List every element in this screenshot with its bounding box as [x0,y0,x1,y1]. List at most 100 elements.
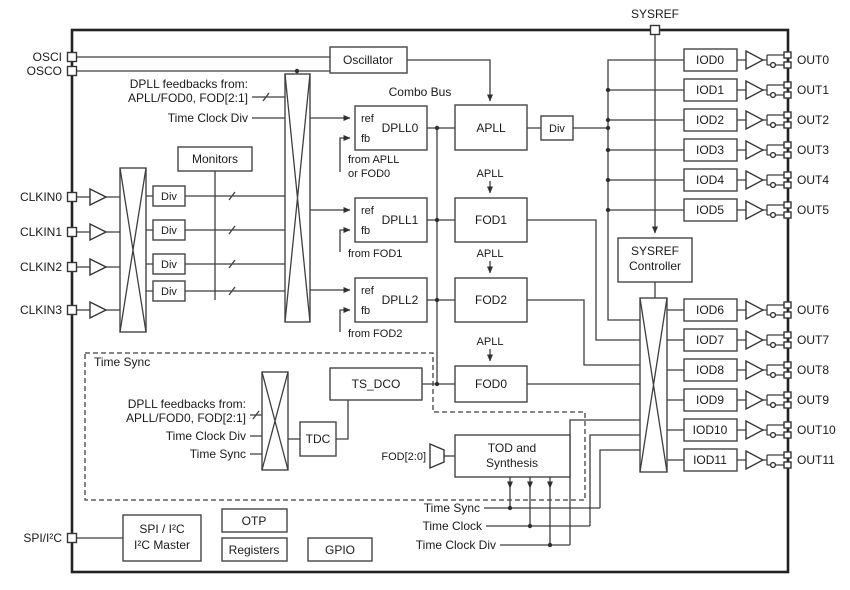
output-channel-1: IOD1 OUT1 [683,78,829,102]
svg-text:DPLL1: DPLL1 [382,213,419,227]
ts-dco-block: TS_DCO [329,367,423,401]
inversion-bubble-icon [769,341,777,349]
pin-label-out1: OUT1 [797,83,829,97]
time-sync-region [84,352,586,501]
clkin-buffers [89,187,108,320]
apll-feed-label-fod0: APLL [477,336,504,348]
svg-text:DPLL2: DPLL2 [382,293,419,307]
output-mux [639,297,668,473]
pin-clkin2 [66,261,78,273]
pin-label-osci: OSCI [33,50,62,64]
svg-text:Monitors: Monitors [192,152,238,166]
pin-label-out0: OUT0 [797,53,829,67]
time-sync-feedback-inputs: DPLL feedbacks from: APLL/FOD0, FOD[2:1]… [126,397,246,461]
output-buffer-icon [745,419,765,441]
fod2-block: FOD2 [454,277,528,323]
pin-label-spi: SPI/I²C [23,531,62,545]
time-clock-div-input-label: Time Clock Div [168,111,248,125]
fod20-mux-icon [429,442,445,470]
inversion-bubble-icon [769,181,777,189]
output-buffer-icon [745,449,765,471]
time-sync-mux [261,371,289,471]
svg-text:Div: Div [549,123,565,135]
div0-label: Div [161,191,177,203]
fod0-block: FOD0 [454,365,528,403]
fod20-label: FOD[2:0] [381,451,426,463]
clkin3-buffer-icon [89,300,108,320]
pin-label-out10: OUT10 [797,423,836,437]
sysref-controller-block: SYSREF Controller [617,237,693,283]
apll-output-divider: Div [540,115,574,141]
apll-block: APLL [454,104,528,151]
output-buffer-icon [745,359,765,381]
output-channel-8: IOD8 OUT8 [683,358,829,382]
inversion-bubble-icon [769,461,777,469]
tdc-block: TDC [299,421,337,457]
dpll1-ref-label: ref [361,205,375,217]
sysref-ctrl-label-2: Controller [629,259,681,273]
tod-block: TOD and Synthesis [454,434,571,478]
pin-label-out7: OUT7 [797,333,829,347]
svg-text:IOD0: IOD0 [696,53,724,67]
pin-label-clkin3: CLKIN3 [20,303,62,317]
output-buffer-icon [745,169,765,191]
pin-label-out4: OUT4 [797,173,829,187]
output-channel-6: IOD6 OUT6 [683,298,829,322]
time-signal-labels: Time Sync Time Clock Time Clock Div [416,501,496,552]
apll-feed-label-fod2: APLL [477,248,504,260]
spi-block: SPI / I²C I²C Master [122,514,202,562]
pin-label-out9: OUT9 [797,393,829,407]
dpll0-ref-label: ref [361,113,375,125]
reference-mux [284,73,311,323]
time-sync-region-label: Time Sync [94,355,150,369]
pin-label-clkin0: CLKIN0 [20,190,62,204]
inversion-bubble-icon [769,151,777,159]
div2-label: Div [161,259,177,271]
spi-label-2: I²C Master [134,538,190,552]
div1-label: Div [161,225,177,237]
pin-label-clkin1: CLKIN1 [20,225,62,239]
output-channel-11: IOD11 OUT11 [683,448,835,472]
svg-text:APLL: APLL [476,121,506,135]
svg-text:TDC: TDC [306,432,331,446]
pin-label-clkin2: CLKIN2 [20,260,62,274]
dpll1-block: ref fb DPLL1 [354,197,428,243]
time-sync-signal-label: Time Sync [424,501,480,515]
pin-label-out5: OUT5 [797,203,829,217]
combo-bus-label: Combo Bus [389,85,452,99]
registers-block: Registers [221,537,288,562]
inversion-bubble-icon [769,211,777,219]
sysref-ctrl-label-1: SYSREF [631,244,679,258]
svg-text:IOD2: IOD2 [696,113,724,127]
output-channel-9: IOD9 OUT9 [683,388,829,412]
output-channel-2: IOD2 OUT2 [683,108,829,132]
tod-label-1: TOD and [488,441,536,455]
clkin0-buffer-icon [89,187,108,207]
ts-feedback-text-2: APLL/FOD0, FOD[2:1] [126,411,246,425]
spi-label-1: SPI / I²C [139,522,185,536]
dpll0-fb-source-1: from APLL [348,154,399,166]
svg-text:FOD2: FOD2 [475,293,507,307]
clkin-mux [119,167,147,333]
svg-text:DPLL0: DPLL0 [382,121,419,135]
input-dividers: Div Div Div Div [152,185,186,302]
pin-clkin0 [66,191,78,203]
tod-label-2: Synthesis [486,456,538,470]
svg-text:TS_DCO: TS_DCO [352,377,401,391]
top-pin-sysref: SYSREF [631,7,679,36]
output-channel-7: IOD7 OUT7 [683,328,829,352]
svg-text:GPIO: GPIO [325,543,355,557]
svg-text:IOD5: IOD5 [696,203,724,217]
svg-text:IOD3: IOD3 [696,143,724,157]
pin-label-out2: OUT2 [797,113,829,127]
time-clock-signal-label: Time Clock [422,519,483,533]
svg-text:FOD0: FOD0 [475,377,507,391]
time-clock-div-signal-label: Time Clock Div [416,538,496,552]
ts-time-sync-label: Time Sync [190,447,246,461]
dpll2-block: ref fb DPLL2 [354,277,428,323]
dpll0-fb-source-2: or FOD0 [348,168,390,180]
dpll1-fb-label: fb [361,225,370,237]
otp-block: OTP [221,508,288,533]
